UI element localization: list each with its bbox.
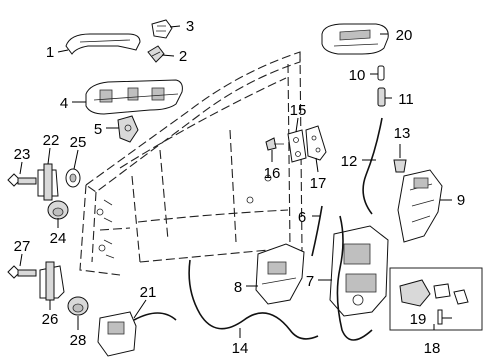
lock-rod xyxy=(362,117,383,215)
door-frame-outline xyxy=(79,51,303,276)
outer-door-handle xyxy=(65,33,141,55)
hinge-bushing xyxy=(65,168,81,188)
callout-labels: 1 2 3 4 5 6 7 8 9 10 11 12 13 14 15 16 1… xyxy=(14,18,466,357)
callout-9: 9 xyxy=(457,192,465,209)
callout-10: 10 xyxy=(349,67,366,84)
callout-12: 12 xyxy=(341,153,358,170)
callout-20: 20 xyxy=(396,27,413,44)
callout-2: 2 xyxy=(179,48,187,65)
callout-5: 5 xyxy=(94,121,102,138)
callout-23: 23 xyxy=(14,146,31,163)
callout-7: 7 xyxy=(306,273,314,290)
actuating-rod xyxy=(311,205,323,257)
hinge-bolt-lower xyxy=(7,265,37,279)
release-cable xyxy=(188,259,319,340)
callout-3: 3 xyxy=(186,18,194,35)
callout-6: 6 xyxy=(298,209,306,226)
callout-21: 21 xyxy=(140,284,157,301)
callout-24: 24 xyxy=(50,230,67,247)
latch-cover xyxy=(397,169,443,243)
lock-rod-guide xyxy=(377,87,386,107)
handle-cap xyxy=(151,19,173,39)
lock-knob xyxy=(377,65,385,81)
handle-clip xyxy=(147,45,165,63)
callout-14: 14 xyxy=(232,340,249,357)
callout-16: 16 xyxy=(264,165,281,182)
upper-hinge xyxy=(37,163,59,201)
callout-22: 22 xyxy=(43,132,60,149)
lower-plug xyxy=(67,296,89,316)
callout-28: 28 xyxy=(70,332,87,349)
callout-25: 25 xyxy=(70,134,87,151)
grommet xyxy=(393,159,407,173)
door-latch-assembly xyxy=(329,215,389,341)
callout-1: 1 xyxy=(46,44,54,61)
callout-4: 4 xyxy=(60,95,68,112)
small-bracket xyxy=(117,115,139,143)
callout-15: 15 xyxy=(290,102,307,119)
upper-plug xyxy=(47,200,69,220)
lock-actuator xyxy=(97,311,177,357)
callout-13: 13 xyxy=(394,125,411,142)
callout-18: 18 xyxy=(424,340,441,357)
callout-27: 27 xyxy=(14,238,31,255)
callout-17: 17 xyxy=(310,175,327,192)
inner-handle-bracket xyxy=(255,243,305,305)
leader-lines xyxy=(19,25,452,338)
key-fob xyxy=(321,23,389,55)
lock-cylinder-kit-box xyxy=(389,267,483,331)
striker-plate xyxy=(305,125,327,161)
callout-19: 19 xyxy=(410,311,427,328)
callout-8: 8 xyxy=(234,279,242,296)
handle-carrier xyxy=(85,79,183,115)
striker-bolt xyxy=(265,137,284,151)
hinge-bolt-upper xyxy=(7,173,37,187)
door-striker xyxy=(287,129,307,163)
callout-11: 11 xyxy=(398,91,414,108)
callout-26: 26 xyxy=(42,311,59,328)
lower-hinge xyxy=(39,261,65,301)
